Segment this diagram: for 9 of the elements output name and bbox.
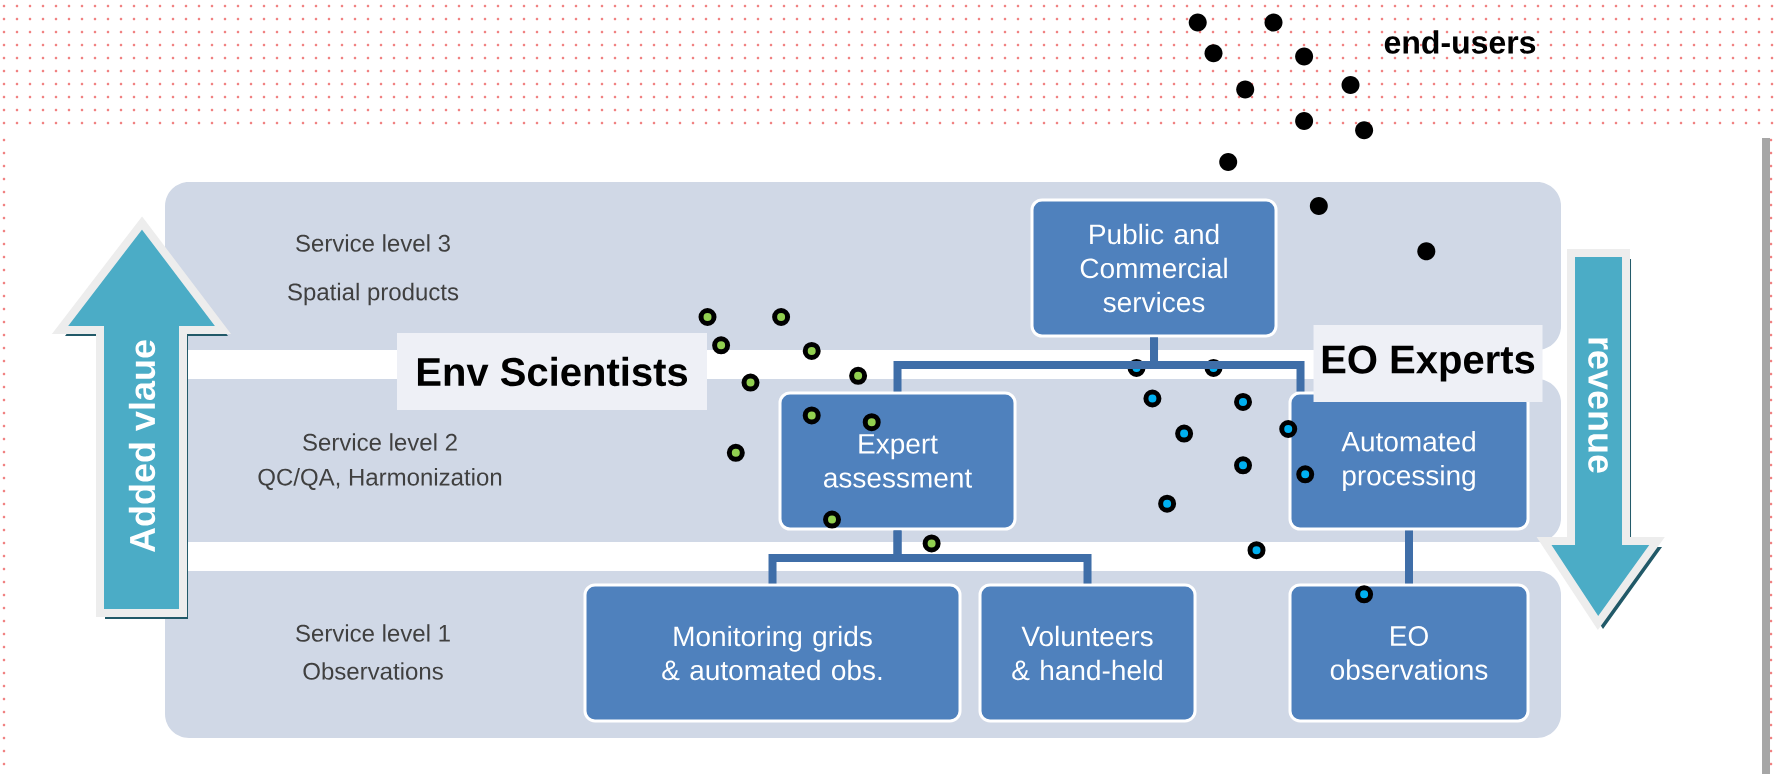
process-box: Expert assessment (778, 391, 1017, 531)
process-box: Automated processing (1288, 391, 1530, 531)
group-label: EO Experts (1313, 325, 1543, 402)
process-box: EO observations (1288, 583, 1530, 723)
group-label: Env Scientists (397, 333, 707, 410)
process-box: Volunteers & hand-held (978, 583, 1197, 723)
process-box: Monitoring grids & automated obs. (583, 583, 962, 723)
process-box: Public and Commercial services (1030, 198, 1278, 338)
group-label: end-users (1384, 30, 1536, 54)
